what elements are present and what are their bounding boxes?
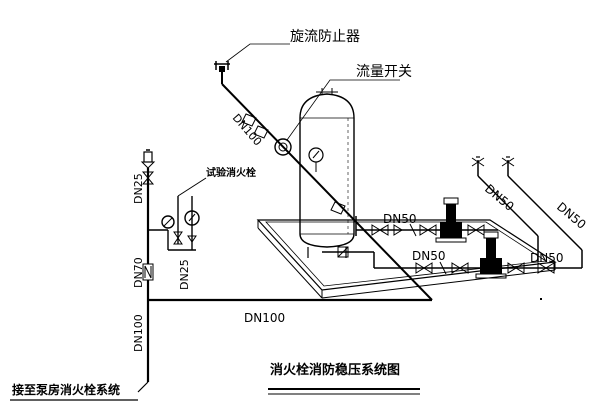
- tank-inlet-valve-icon: [330, 201, 346, 215]
- vortex-preventer-icon: [214, 61, 230, 72]
- tank-pressure-gauge: [308, 147, 324, 172]
- gate-valve-icon: [241, 113, 257, 127]
- flow-switch-label: 流量开关: [356, 64, 412, 80]
- dn50-right-lower-label: DN50: [530, 251, 564, 265]
- lower-pump-icon: [475, 231, 507, 279]
- dn50-riser-1-label: DN50: [482, 182, 517, 214]
- discharge-risers: [471, 156, 583, 269]
- dn25-vertical-label: DN25: [132, 173, 145, 204]
- dn100-vertical-label: DN100: [132, 314, 145, 352]
- check-valve-icon: [253, 125, 269, 139]
- dn100-diagonal-label: DN100: [230, 111, 265, 148]
- diagram-title: 消火栓消防稳压系统图: [270, 362, 400, 378]
- dn70-label: DN70: [132, 257, 145, 288]
- upper-pump-icon: [435, 197, 467, 243]
- tank-outlet-pipe: [322, 246, 374, 258]
- test-hydrant-icon: [161, 215, 175, 229]
- dn50-upper-label: DN50: [383, 212, 417, 226]
- equipment-base: [256, 219, 557, 299]
- upper-pump-line: [355, 216, 498, 237]
- test-hydrant-gauge: [184, 210, 200, 226]
- test-hydrant-valve-icon: [173, 231, 197, 245]
- main-suction-pipe: [221, 66, 433, 301]
- dn100-horizontal-label: DN100: [244, 311, 285, 325]
- flow-switch-icon: [274, 138, 292, 156]
- riser-gate-valve-icon: [141, 171, 155, 185]
- test-hydrant-label: 试验消火栓: [206, 166, 256, 179]
- connection-label: 接至泵房消火栓系统: [12, 382, 120, 397]
- air-release-valve-icon: [140, 149, 156, 169]
- test-hydrant-branch: [148, 177, 207, 251]
- riser-check-valve-icon: [142, 263, 154, 281]
- dn25-branch-label: DN25: [178, 259, 191, 290]
- dn50-lower-label: DN50: [412, 249, 446, 263]
- vortex-preventer-label: 旋流防止器: [290, 29, 360, 45]
